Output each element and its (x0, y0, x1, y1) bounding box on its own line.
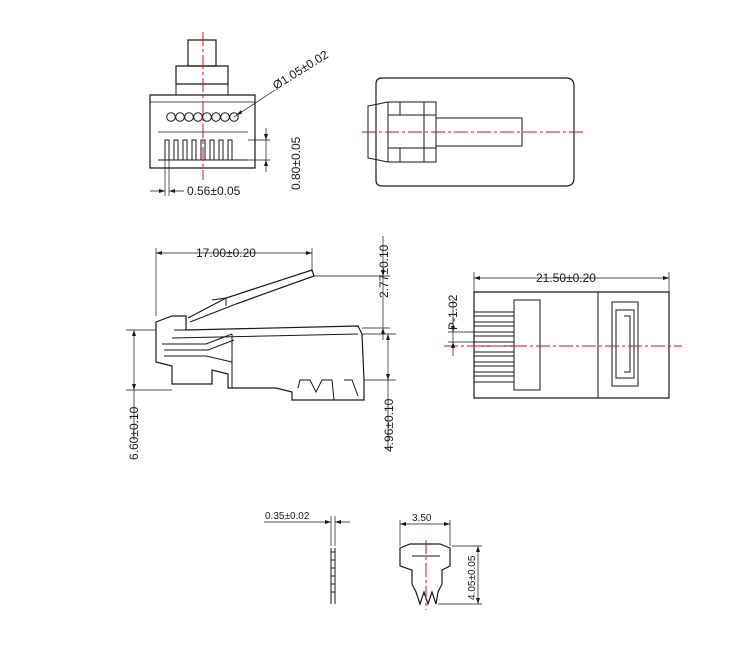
body-height-label: 6.60±0.10 (127, 406, 141, 460)
contact-height-label: 0.80±0.05 (289, 136, 303, 190)
overall-length-label: 17.00±0.20 (196, 246, 256, 260)
contact-edge-view (264, 516, 350, 604)
body-lower-height-label: 4.96±0.10 (382, 398, 396, 452)
front-view (149, 32, 276, 196)
top-view (444, 272, 682, 399)
hole-diameter-label: Ø1.05±0.02 (270, 47, 331, 92)
pitch-label: P-1.02 (446, 294, 460, 330)
contact-blade-view (399, 520, 482, 610)
contact-blade-width-label: 3.50 (412, 513, 432, 524)
contact-blade-height-label: 4.05±0.05 (467, 555, 478, 600)
contact-holes (166, 112, 239, 122)
latch-height-label: 2.77±0.10 (377, 244, 391, 298)
top-length-label: 21.50±0.20 (536, 271, 596, 285)
contact-thickness-label: 0.35±0.02 (265, 511, 310, 522)
side-profile-view (126, 236, 396, 450)
end-view (362, 77, 584, 187)
contact-width-label: 0.56±0.05 (187, 184, 241, 198)
